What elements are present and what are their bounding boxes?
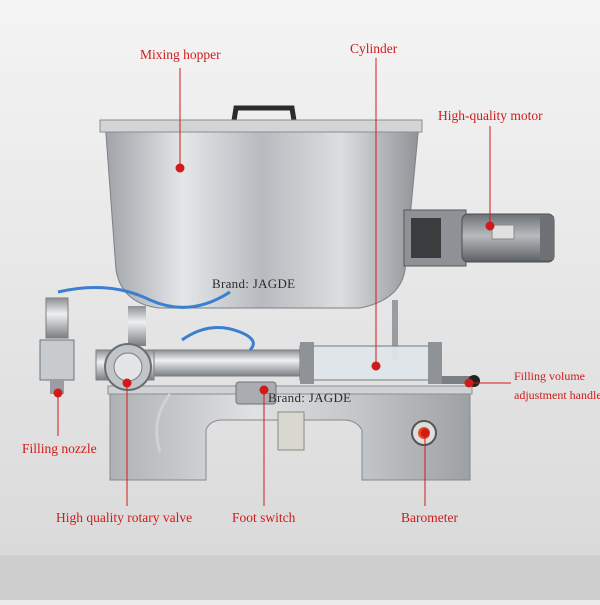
label-filling-nozzle: Filling nozzle bbox=[22, 441, 97, 456]
label-cylinder: Cylinder bbox=[350, 41, 398, 56]
base-cabinet bbox=[109, 391, 471, 481]
label-mixing-hopper: Mixing hopper bbox=[140, 47, 221, 62]
hopper-support-rod bbox=[392, 300, 398, 360]
marker-dots bbox=[53, 163, 495, 438]
rotary-valve-cap bbox=[113, 352, 143, 382]
spec-plate bbox=[277, 411, 305, 451]
hopper-handle bbox=[230, 105, 298, 128]
piston-tube bbox=[149, 349, 301, 377]
label-filling-volume: Filling volume bbox=[514, 369, 586, 383]
base-top-plate bbox=[107, 385, 473, 395]
air-hose-3 bbox=[155, 393, 172, 453]
motor-nameplate bbox=[491, 224, 515, 240]
label-foot-switch: Foot switch bbox=[232, 510, 296, 525]
brand-text-base: Brand: JAGDE bbox=[268, 390, 352, 405]
hopper-neck bbox=[128, 306, 146, 346]
cylinder-end-left bbox=[300, 342, 314, 384]
leader-lines bbox=[57, 58, 511, 506]
label-adjustment-handle: adjustment handle bbox=[514, 388, 600, 402]
hopper-rim bbox=[99, 119, 423, 133]
motor-terminal-box bbox=[411, 218, 441, 258]
label-rotary-valve: High quality rotary valve bbox=[56, 510, 193, 525]
air-hose-2 bbox=[181, 326, 255, 352]
volume-adjust-rod bbox=[442, 376, 472, 384]
air-hose-1 bbox=[57, 286, 231, 309]
nozzle-head bbox=[39, 339, 75, 381]
air-cylinder bbox=[299, 345, 441, 381]
label-barometer: Barometer bbox=[401, 510, 458, 525]
cylinder-end-right bbox=[428, 342, 442, 384]
label-motor: High-quality motor bbox=[438, 108, 543, 123]
floor-shadow bbox=[0, 555, 600, 600]
brand-text-hopper: Brand: JAGDE bbox=[212, 276, 296, 291]
nozzle-actuator bbox=[45, 297, 69, 339]
motor-end-cap bbox=[540, 216, 554, 260]
